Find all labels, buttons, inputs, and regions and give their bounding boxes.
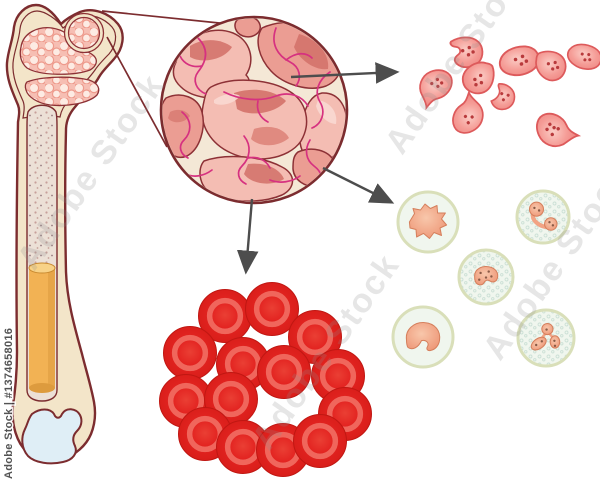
magnifier-line — [106, 36, 168, 148]
white-blood-cell-monocyte_kidney — [457, 248, 515, 306]
spongy-bone-lower-region — [24, 76, 100, 107]
femur-bone-illustration — [5, 3, 124, 465]
platelet — [452, 89, 484, 134]
marrow-shading — [168, 34, 337, 184]
magnifier-zoom-lines — [101, 10, 230, 148]
platelet — [461, 61, 495, 95]
platelets-group — [419, 36, 600, 148]
white-blood-cells-group — [393, 189, 576, 369]
red-blood-cell — [198, 289, 252, 343]
bone-marrow-magnified-circle — [159, 15, 349, 205]
articular-cartilage — [21, 408, 83, 465]
arrow-to-red-cells — [236, 198, 259, 275]
platelet — [536, 112, 582, 148]
marrow-blood-vessels — [179, 27, 331, 187]
red-blood-cell — [245, 282, 299, 336]
arrow-to-platelets — [290, 62, 400, 84]
red-marrow-column — [29, 108, 55, 268]
platelet — [419, 69, 453, 111]
magnifier-line — [101, 10, 230, 25]
red-blood-cells-group — [159, 282, 372, 477]
white-blood-cell-lymphocyte — [398, 192, 458, 254]
red-blood-cell — [257, 345, 311, 399]
red-blood-cell — [163, 326, 217, 380]
white-blood-cell-eosinophil — [515, 189, 571, 245]
arrow-to-white-cells — [322, 166, 395, 204]
platelet — [566, 43, 600, 70]
red-blood-cell — [293, 414, 347, 468]
white-blood-cell-neutrophil — [516, 308, 576, 368]
platelet — [490, 82, 516, 111]
watermark-asset-id: Adobe Stock | #1374658016 — [3, 328, 15, 479]
marrow-tissue — [162, 18, 346, 202]
flow-arrows — [236, 62, 400, 275]
magnifier-circle-border — [159, 15, 349, 205]
femoral-head-spongy-core — [67, 16, 101, 50]
platelet — [449, 36, 484, 69]
spongy-bone-upper-region — [19, 27, 97, 75]
platelet — [535, 50, 567, 82]
yellow-marrow-cylinder — [28, 262, 56, 393]
white-blood-cell-monocyte_smooth — [393, 305, 453, 369]
